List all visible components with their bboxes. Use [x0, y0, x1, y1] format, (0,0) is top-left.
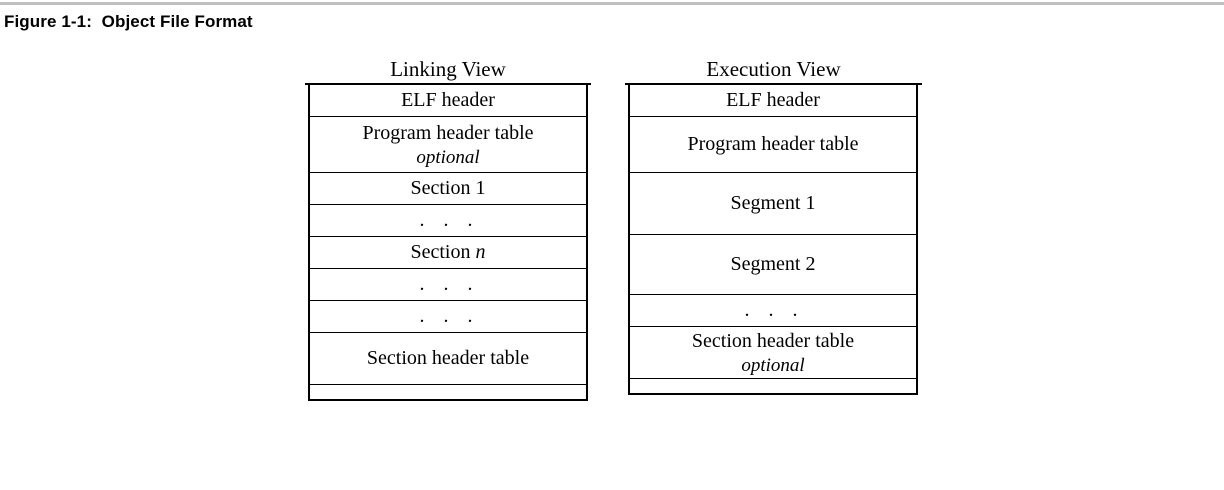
cell-label: . . .: [419, 273, 480, 295]
table-row: Section n: [310, 237, 586, 269]
table-row: Section header table: [310, 333, 586, 385]
table-row: Program header table optional: [310, 117, 586, 173]
table-row: Segment 2: [630, 235, 916, 295]
cell-label: . . .: [419, 209, 480, 231]
figure-caption: Figure 1-1: Object File Format: [4, 12, 253, 31]
cell-label: Segment 1: [730, 192, 816, 214]
cell-sublabel: optional: [416, 146, 480, 168]
execution-view-title: Execution View: [706, 57, 841, 81]
linking-view-column: Linking View ELF header Program header t…: [305, 56, 591, 401]
linking-view-title: Linking View: [390, 57, 506, 81]
execution-view-underline: [625, 83, 922, 85]
table-row: . . .: [310, 205, 586, 237]
cell-label: Program header table: [687, 133, 859, 155]
cell-label: Segment 2: [730, 253, 816, 275]
table-row-continuation: [310, 385, 586, 399]
table-row: Program header table: [630, 117, 916, 173]
execution-view-table: ELF header Program header table Segment …: [628, 85, 918, 395]
linking-view-underline: [305, 83, 591, 85]
table-row: ELF header: [630, 85, 916, 117]
cell-label: ELF header: [726, 89, 820, 111]
table-row: Segment 1: [630, 173, 916, 235]
cell-label: . . .: [419, 305, 480, 327]
cell-label: Section 1: [410, 177, 486, 199]
table-row: . . .: [310, 269, 586, 301]
table-row-continuation: [630, 379, 916, 393]
cell-label: Program header table: [362, 121, 534, 144]
table-row: . . .: [630, 295, 916, 327]
linking-view-table: ELF header Program header table optional…: [308, 85, 588, 401]
page-top-rule: [0, 2, 1224, 5]
table-row: . . .: [310, 301, 586, 333]
cell-label: Section header table: [691, 329, 855, 352]
table-row: ELF header: [310, 85, 586, 117]
cell-label: . . .: [744, 299, 805, 321]
cell-label: Section header table: [366, 347, 530, 369]
cell-sublabel: optional: [741, 354, 805, 376]
cell-label: Section n: [410, 241, 486, 263]
cell-label: ELF header: [401, 89, 495, 111]
table-row: Section 1: [310, 173, 586, 205]
execution-view-column: Execution View ELF header Program header…: [625, 56, 922, 395]
table-row: Section header table optional: [630, 327, 916, 379]
